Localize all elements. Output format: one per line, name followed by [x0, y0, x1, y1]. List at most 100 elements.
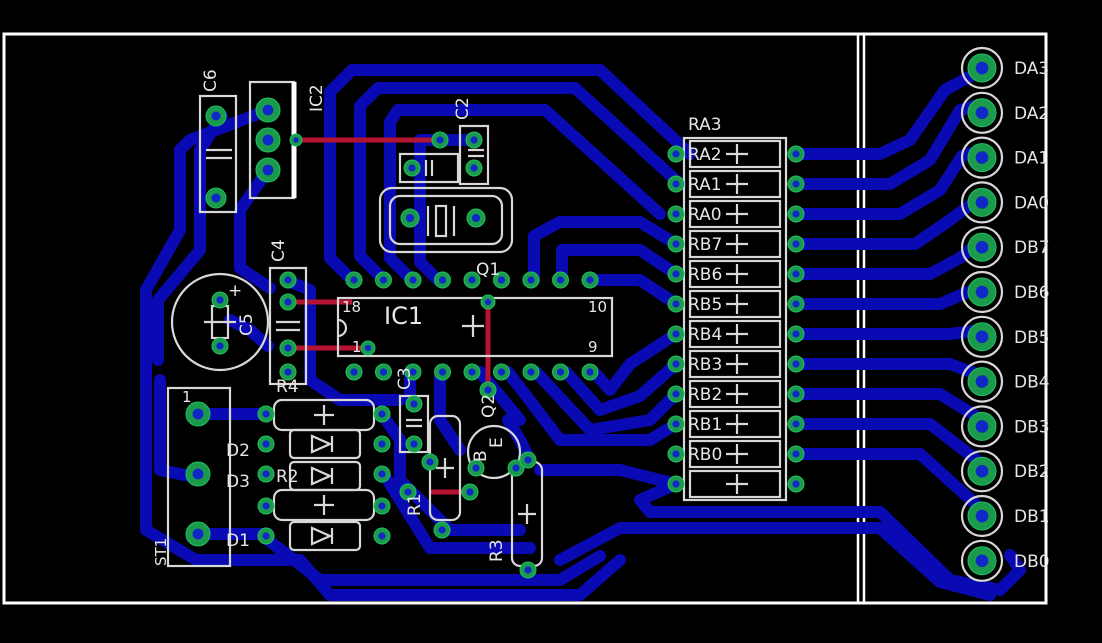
connector-pad-drill — [975, 240, 989, 254]
ic1-pin-bottom-drill — [586, 368, 594, 376]
ra3-row-label: RB2 — [688, 385, 722, 405]
ra3-row-label: RB3 — [688, 355, 722, 375]
connector-pad-drill — [975, 464, 989, 478]
connector-pad-drill — [975, 509, 989, 523]
passive-pad-drill — [378, 440, 386, 448]
c4-pad-drill — [284, 276, 292, 284]
ra3-row-label: RB4 — [688, 325, 722, 345]
connector-pin-label: DB3 — [1014, 417, 1050, 437]
ic1-pin-bottom-drill — [438, 368, 447, 376]
connector-pad-drill — [975, 285, 989, 299]
connector-pin-label: DA2 — [1014, 104, 1049, 124]
connector-ring — [960, 270, 1004, 314]
ra3-element — [688, 469, 782, 499]
ic1-pin1-mark-drill — [364, 344, 372, 352]
ic1-pin-top-drill — [556, 276, 565, 284]
ra3-element — [688, 289, 782, 319]
label-q1: Q1 — [476, 260, 500, 280]
ra3-row-label: RB7 — [688, 235, 722, 255]
q1-pad-drill — [471, 213, 481, 223]
c6-pad-drill — [211, 111, 221, 121]
connector-ring — [960, 91, 1004, 134]
connector-ring — [960, 539, 1004, 582]
label-ic1-pin9: 9 — [588, 338, 598, 356]
ra3-pad-left-drill — [672, 240, 680, 248]
label-c3: C3 — [395, 367, 415, 390]
ra3-pad-left-drill — [672, 210, 680, 218]
passive-pad-drill — [262, 440, 270, 448]
ic1-pin-top-drill — [409, 276, 417, 284]
label-st1: ST1 — [152, 538, 170, 566]
connector-ring — [960, 226, 1004, 269]
ra3-pad-right-drill — [792, 270, 800, 278]
label-c2: C2 — [453, 97, 473, 120]
connector-ring — [960, 450, 1004, 493]
connector-pin-label: DB1 — [1014, 507, 1050, 527]
ra3-pad-right-drill — [792, 150, 800, 158]
ic1-pin-top-drill — [468, 276, 476, 284]
ra3-element — [688, 409, 782, 439]
ic1-pin-bottom-drill — [379, 368, 388, 376]
c2-pad-drill — [470, 164, 478, 172]
c5-pad-drill — [216, 296, 224, 304]
connector-pin-label: DA3 — [1014, 59, 1049, 79]
pads — [185, 53, 997, 579]
ra3-pad-right-drill — [792, 300, 800, 308]
label-r4: R4 — [276, 377, 299, 397]
connector-ring — [960, 315, 1004, 358]
connector-pin-label: DB2 — [1014, 462, 1050, 482]
ra3-pad-right-drill — [792, 330, 800, 338]
c4-pad-drill — [284, 368, 292, 376]
passive-pad-drill — [262, 502, 270, 510]
ra3-pad-left-drill — [672, 360, 680, 368]
ra3-pad-right-drill — [792, 480, 800, 488]
ic1-pin-bottom-drill — [350, 368, 358, 376]
ic1-pin-top-drill — [438, 276, 447, 284]
connector-pad-drill — [975, 196, 989, 209]
label-c6: C6 — [201, 69, 221, 92]
ra3-element — [688, 439, 782, 469]
ra3-row-label: RB1 — [688, 415, 722, 435]
c2-pad-drill — [470, 136, 478, 144]
c2-pad-drill — [436, 136, 444, 144]
connector-pad-drill — [975, 61, 989, 75]
connector-pin-label: DA0 — [1014, 193, 1049, 213]
c2-pad-drill — [408, 164, 416, 172]
ra3-pad-right-drill — [792, 180, 800, 188]
ra3-pad-right-drill — [792, 450, 800, 458]
q1-pad-drill — [405, 213, 415, 223]
ra3-element — [688, 169, 782, 199]
top-traces — [290, 137, 491, 495]
ra3-pad-right-drill — [792, 360, 800, 368]
ic1-pin-bottom-drill — [409, 368, 417, 376]
passive-pad-drill — [378, 532, 386, 540]
ra3-pad-left-drill — [672, 180, 680, 188]
ra3-outline — [682, 136, 788, 502]
r1-pad-drill — [426, 458, 434, 466]
connector-ring — [960, 181, 1004, 224]
ra3-pad-left-drill — [672, 330, 680, 338]
connector-pin-label: DB0 — [1014, 552, 1050, 572]
passive-pad-drill — [378, 410, 386, 418]
silkscreen — [166, 46, 1004, 582]
r1-pad-drill — [438, 526, 446, 534]
ra3-row-label: RB6 — [688, 265, 722, 285]
connector-pad-drill — [975, 330, 989, 344]
connector-ring — [960, 46, 1004, 90]
connector-pin-label: DB4 — [1014, 373, 1050, 393]
passive-pad-drill — [378, 502, 386, 510]
connector-pad-drill — [975, 151, 989, 164]
label-q2-emitter: E — [487, 437, 507, 448]
label-ic1-pin10: 10 — [588, 298, 607, 316]
ra3-element — [688, 229, 782, 259]
ra3-pad-left-drill — [672, 390, 680, 398]
ic1-pin-top-drill — [350, 276, 358, 284]
label-st1-pin1: 1 — [182, 388, 192, 406]
st1-pad-drill — [192, 528, 204, 540]
c4-pad-drill — [284, 298, 292, 306]
ic2-via-drill — [293, 137, 299, 143]
connector-pin-label: DB7 — [1014, 238, 1050, 258]
c6-pad-drill — [211, 193, 221, 203]
